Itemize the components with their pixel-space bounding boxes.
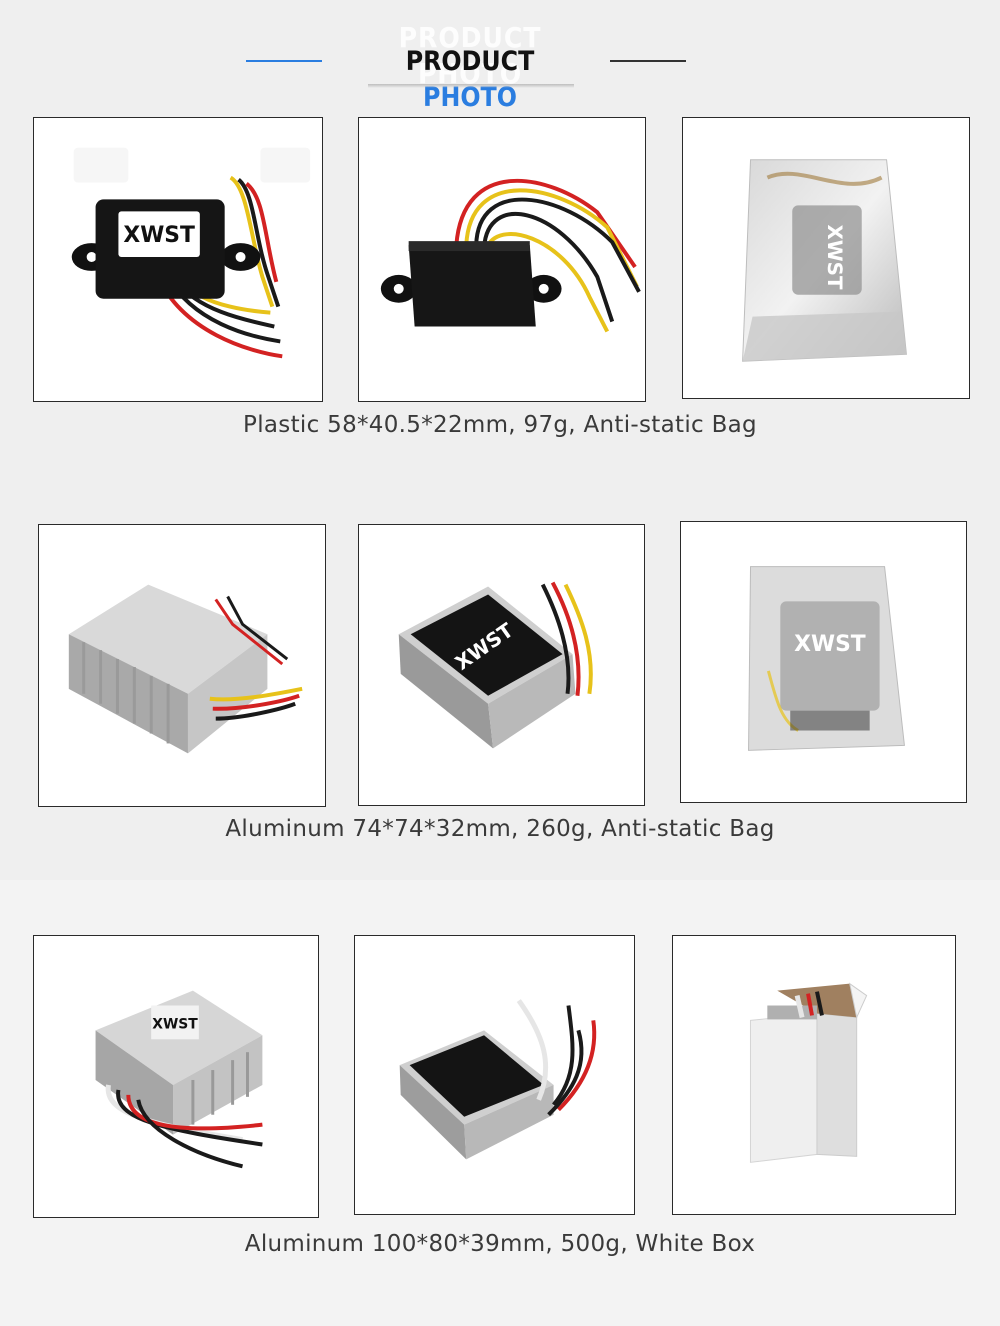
photo-white-box[interactable] (672, 935, 956, 1215)
aluminum-converter-label-image: XWST (398, 581, 593, 749)
photo-aluminum-74-label[interactable]: XWST (358, 524, 645, 806)
title-word-product: PRODUCT (405, 46, 535, 77)
photo-plastic-bag[interactable]: XWST (682, 117, 970, 399)
plastic-converter-rear-image (380, 178, 641, 333)
photo-aluminum-100-label[interactable] (354, 935, 635, 1215)
page-title: PRODUCT PHOTO (373, 44, 567, 116)
aluminum-anti-static-bag-image: XWST (748, 566, 905, 751)
large-aluminum-converter-image: XWST (95, 990, 263, 1169)
header-rule-left (246, 60, 322, 62)
photo-aluminum-74-bag[interactable]: XWST (680, 521, 967, 803)
photo-plastic-front[interactable]: XWST (33, 117, 323, 402)
header-rule-right (610, 60, 686, 62)
photo-aluminum-100-front[interactable]: XWST (33, 935, 319, 1218)
large-logo-text: XWST (152, 1016, 198, 1032)
section-header: PRODUCT PHOTO PRODUCT PHOTO (0, 0, 1000, 113)
caption-aluminum-100: Aluminum 100*80*39mm, 500g, White Box (244, 1231, 756, 1257)
caption-aluminum-74: Aluminum 74*74*32mm, 260g, Anti-static B… (225, 816, 775, 842)
plastic-converter-image: XWST (71, 147, 311, 359)
bag-logo-text: XWST (823, 224, 846, 289)
bag-label-logo-text: XWST (794, 632, 866, 657)
title-underline (368, 84, 574, 88)
logo-text: XWST (123, 223, 195, 248)
aluminum-converter-image (68, 584, 303, 754)
photo-plastic-rear[interactable] (358, 117, 646, 402)
photo-aluminum-74-front[interactable] (38, 524, 326, 807)
anti-static-bag-image: XWST (742, 159, 907, 362)
white-box-image (749, 982, 868, 1163)
large-aluminum-converter-label-image (399, 999, 597, 1160)
caption-plastic: Plastic 58*40.5*22mm, 97g, Anti-static B… (243, 412, 757, 438)
